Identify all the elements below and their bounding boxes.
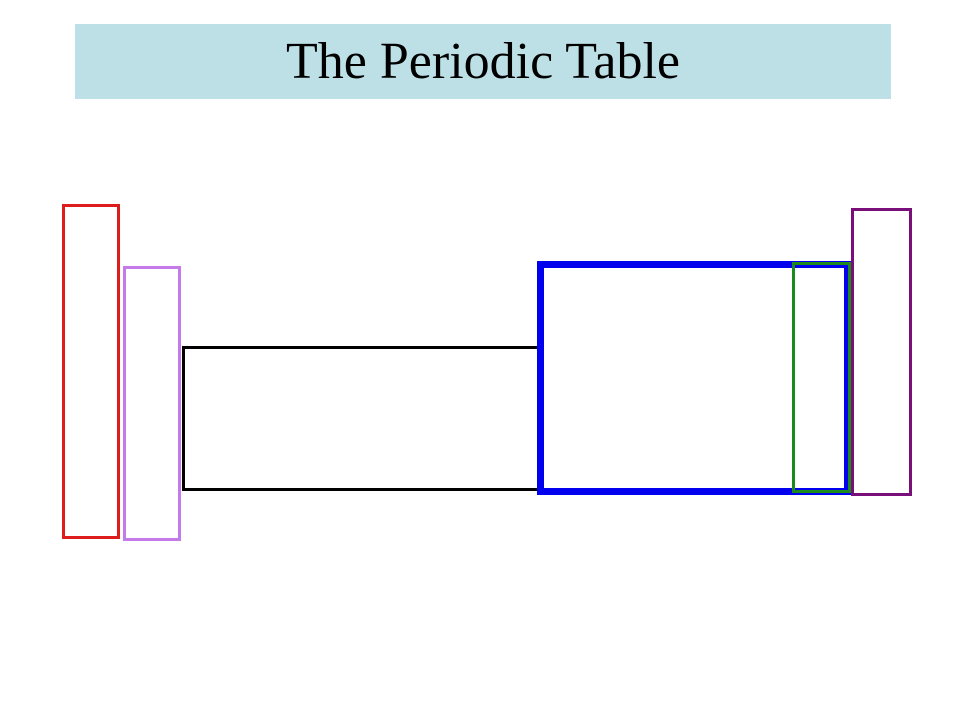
halogens-block: [792, 262, 851, 493]
noble-gases-block: [851, 208, 912, 496]
p-block: [537, 261, 851, 495]
group-1-block: [62, 204, 120, 539]
title-bar: The Periodic Table: [75, 24, 891, 99]
group-2-block: [123, 266, 181, 541]
transition-metals-block: [182, 346, 540, 491]
slide-title: The Periodic Table: [286, 32, 680, 90]
